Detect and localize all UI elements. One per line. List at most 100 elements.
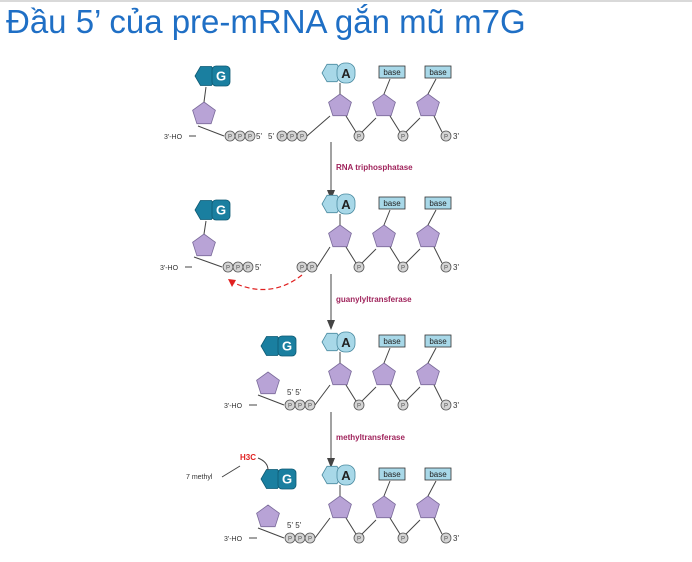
backbone [316,246,331,268]
adenine-ring [336,193,356,215]
base-label: base [429,199,447,208]
guanine-hexagon [260,469,284,489]
phosphate-label: P [357,537,361,543]
base-label: base [383,199,401,208]
phosphate-circle [440,532,452,544]
ribose-sugar [328,93,352,117]
three-prime-label: 3' [453,263,459,272]
base-box [424,196,452,210]
five-five-linkage-label: 5' 5' [287,521,302,530]
guanine-ring [277,335,297,357]
phosphate-label: P [401,135,405,141]
adenine-ring [336,464,356,486]
ribose-sugar [372,93,396,117]
glycosidic-bond [203,220,207,235]
phosphate-circle [353,399,365,411]
phosphate-label: P [401,404,405,410]
base-label: base [383,470,401,479]
h3c-label: H3C [240,453,256,462]
glycosidic-bond [427,480,437,497]
phosphate-circle [397,261,409,273]
five-five-linkage-label: 5' 5' [287,388,302,397]
phosphate-label: P [444,404,448,410]
ribose-sugar [372,224,396,248]
backbone [345,517,357,535]
base-label: base [429,68,447,77]
backbone [345,246,357,264]
guanine-hexagon [194,66,218,86]
transfer-arrow [231,274,303,291]
phosphate-circle [353,130,365,142]
phosphate-circle [440,130,452,142]
base-box [424,65,452,79]
base-box [378,467,406,481]
backbone [389,246,401,264]
glycosidic-bond [427,209,437,226]
glycosidic-bond [203,86,207,103]
ribose-sugar [372,362,396,386]
backbone [359,117,377,135]
phosphate-label: P [444,135,448,141]
phosphate-label: P [357,266,361,272]
backbone [433,517,443,535]
backbone [314,384,331,406]
pointer-line [221,465,241,478]
three-ho-label: 3'-HO [164,134,183,141]
ribose-sugar [416,224,440,248]
guanine-letter: G [216,69,226,84]
adenine-ring [336,331,356,353]
ribose-sugar [416,495,440,519]
phosphate-label: P [310,266,314,272]
backbone [359,248,377,266]
adenine-letter: A [341,335,351,350]
methyl-bond [257,457,269,471]
base-label: base [429,337,447,346]
transfer-arrow-head [228,279,236,287]
base-box [378,196,406,210]
phosphate-label: P [228,135,232,141]
arrow-head [327,458,335,468]
three-ho-label: 3'-HO [224,403,243,410]
phosphate-label: P [238,135,242,141]
ribose-sugar [372,495,396,519]
backbone [403,117,421,135]
phosphate-label: P [288,537,292,543]
arrow-head [327,320,335,330]
ribose-sugar [256,504,280,528]
phosphate-circle [242,261,254,273]
backbone [403,248,421,266]
phosphate-label: P [298,537,302,543]
slide-title: Đầu 5’ của pre-mRNA gắn mũ m7G [6,3,526,40]
backbone [403,519,421,537]
enzyme-label-step1: RNA triphosphatase [336,163,413,172]
three-prime-label: 3' [453,534,459,543]
ribose-sugar [328,224,352,248]
phosphate-label: P [226,266,230,272]
backbone [389,517,401,535]
phosphate-label: P [444,266,448,272]
phosphate-label: P [246,266,250,272]
phosphate-circle [440,261,452,273]
ribose-sugar [192,101,216,125]
backbone [433,246,443,264]
glycosidic-bond [427,347,437,364]
base-label: base [429,470,447,479]
phosphate-circle [397,130,409,142]
backbone [257,527,285,539]
seven-methyl-label: 7 methyl [186,474,213,481]
backbone [403,386,421,404]
phosphate-label: P [236,266,240,272]
adenine-ring [336,62,356,84]
phosphate-circle [244,130,256,142]
ribose-sugar [328,495,352,519]
guanine-ring [211,199,231,221]
backbone [257,394,285,406]
phosphate-label: P [401,537,405,543]
base-box [378,65,406,79]
ribose-sugar [256,371,280,395]
phosphate-label: P [300,266,304,272]
phosphate-label: P [298,404,302,410]
three-ho-label: 3'-HO [224,536,243,543]
backbone [197,125,225,137]
